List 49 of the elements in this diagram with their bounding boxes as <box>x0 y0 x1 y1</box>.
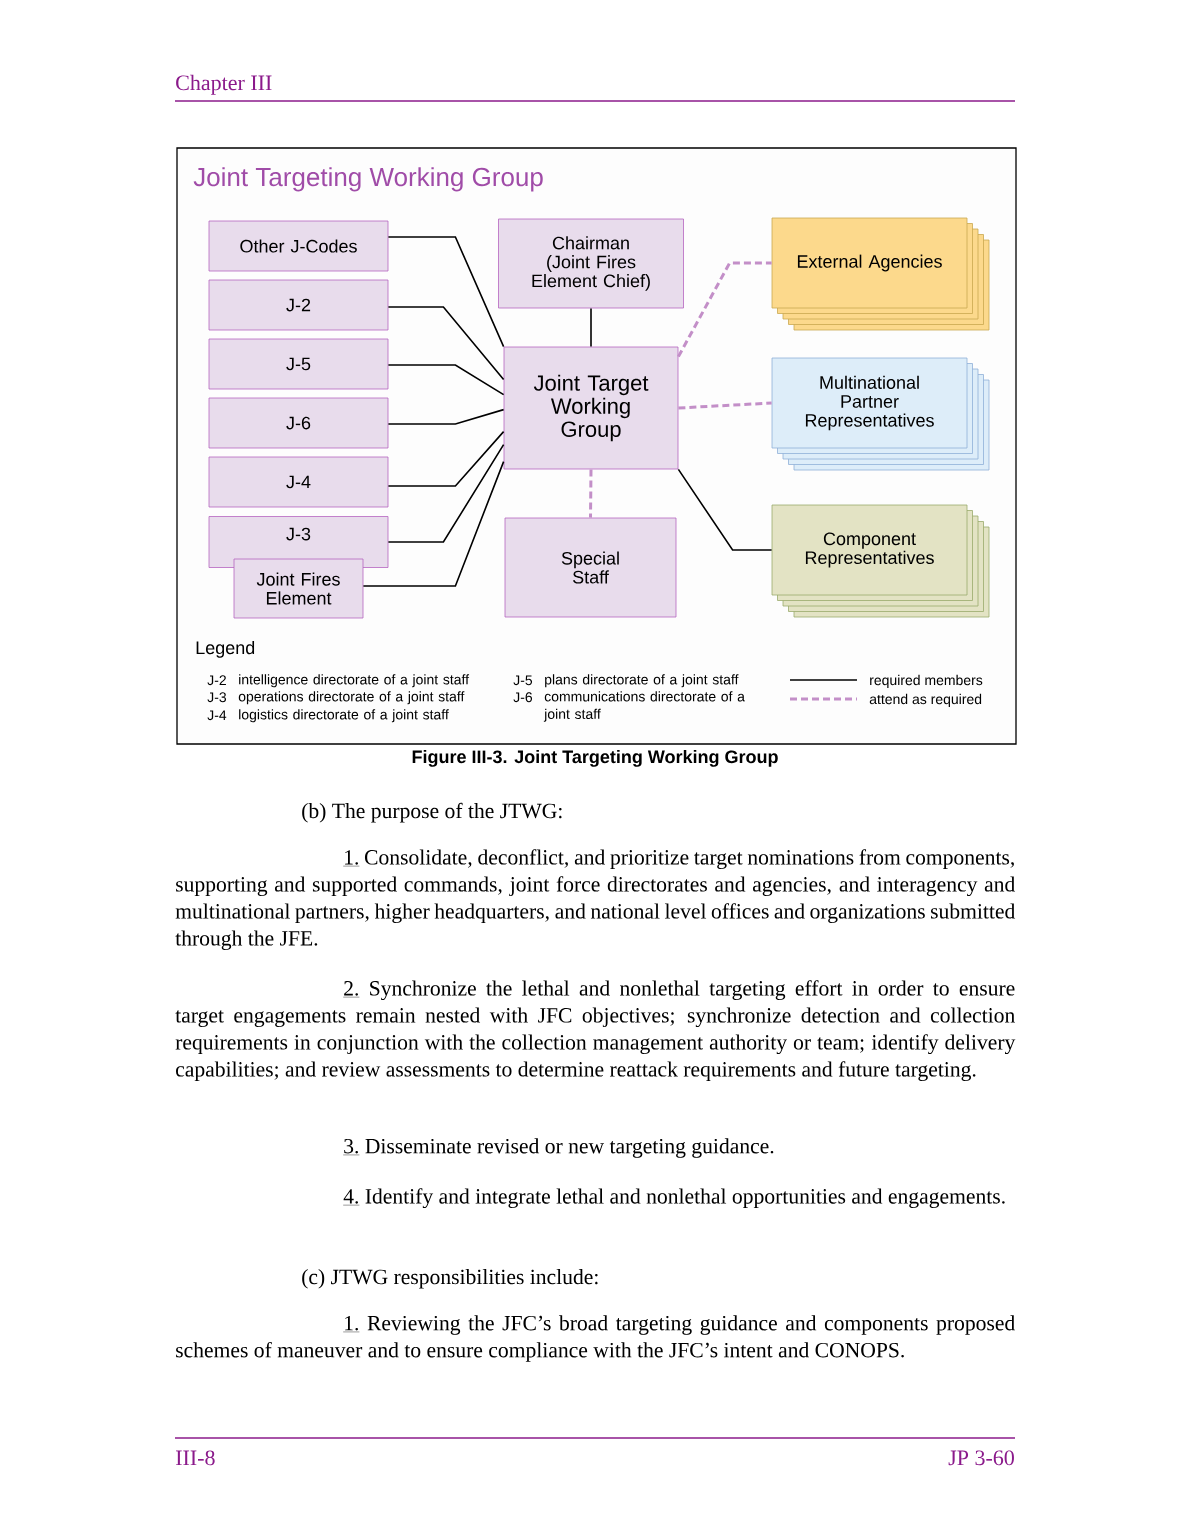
connector-line <box>589 469 593 518</box>
legend-text: required members <box>870 674 983 688</box>
legend-heading: Legend <box>196 640 255 658</box>
box: J-4 <box>208 456 389 508</box>
box: J-2 <box>208 279 389 331</box>
legend-definition: communications directorate of a joint staff <box>543 691 745 722</box>
legend-code: J-2 <box>207 675 226 686</box>
connector-line <box>387 364 505 396</box>
publication-number: JP 3-60 <box>948 1450 1014 1466</box>
legend-code: J-3 <box>207 692 227 703</box>
connector-line <box>387 408 505 425</box>
body-paragraph: 1. Reviewing the JFC’s broad targeting guidance and components proposed schemes of maneuver and to ensure compliance with the JFC’s intent and CONOPS. <box>176 1315 1015 1362</box>
stacked-box: Component Representatives <box>771 504 990 618</box>
connector-line <box>590 307 592 348</box>
running-header: Chapter III <box>176 74 272 95</box>
legend-code: J-6 <box>513 692 533 703</box>
legend-definition: operations directorate of a joint staff <box>238 691 465 705</box>
box: Special Staff <box>504 517 677 618</box>
body-paragraph: 4. Identify and integrate lethal and nonlethal opportunities and engagements. <box>343 1188 1005 1209</box>
subparagraph-heading: (b) The purpose of the JTWG: <box>302 802 562 823</box>
box: J-6 <box>208 397 389 449</box>
box: J-5 <box>208 338 389 390</box>
subparagraph-heading: (c) JTWG responsibilities include: <box>302 1269 598 1289</box>
page-number: III-8 <box>176 1450 215 1466</box>
legend-text: attend as required <box>869 693 982 707</box>
body-paragraph: 3. Disseminate revised or new targeting guidance. <box>343 1138 774 1158</box>
legend-definition: intelligence directorate of a joint staff <box>239 674 470 688</box>
connector-line <box>677 468 773 551</box>
connector-line <box>387 430 505 487</box>
figure-caption: Figure III-3. Joint Targeting Working Group <box>412 749 778 767</box>
stacked-box: Multinational Partner Representatives <box>771 357 990 471</box>
body-paragraph: 1. Consolidate, deconflict, and prioritize target nominations from components, supporting and supported commands, joint force directorates and agencies, and interagency and multinational partners, higher headquarters, and national level offices and organizations submitted through the JFE. <box>175 849 1016 951</box>
connector-line <box>678 401 772 410</box>
legend-definition: logistics directorate of a joint staff <box>239 709 449 723</box>
body-paragraph: 2. Synchronize the lethal and nonlethal targeting effort in order to ensure target engagements remain nested with JFC objectives; synchronize detection and collection requirements in conjunction with the collection management authority or team; identify delivery capabilities; and review assessments to determine reattack requirements and future targeting. <box>175 980 1016 1082</box>
box: Chairman (Joint Fires Element Chief) <box>498 218 684 309</box>
legend-code: J-5 <box>513 675 533 686</box>
legend-definition: plans directorate of a joint staff <box>545 674 739 688</box>
legend-code: J-4 <box>207 710 227 721</box>
connector-line <box>387 306 505 381</box>
connector-line <box>387 443 505 543</box>
box: Joint Fires Element <box>233 558 364 619</box>
connector-line <box>387 236 505 348</box>
connector-line <box>677 261 772 358</box>
central-box: Joint Target Working Group <box>503 346 679 470</box>
figure-title: Joint Targeting Working Group <box>193 167 543 192</box>
box: Other J-Codes <box>208 220 389 272</box>
stacked-box: External Agencies <box>771 217 990 331</box>
connector-line <box>362 460 505 587</box>
